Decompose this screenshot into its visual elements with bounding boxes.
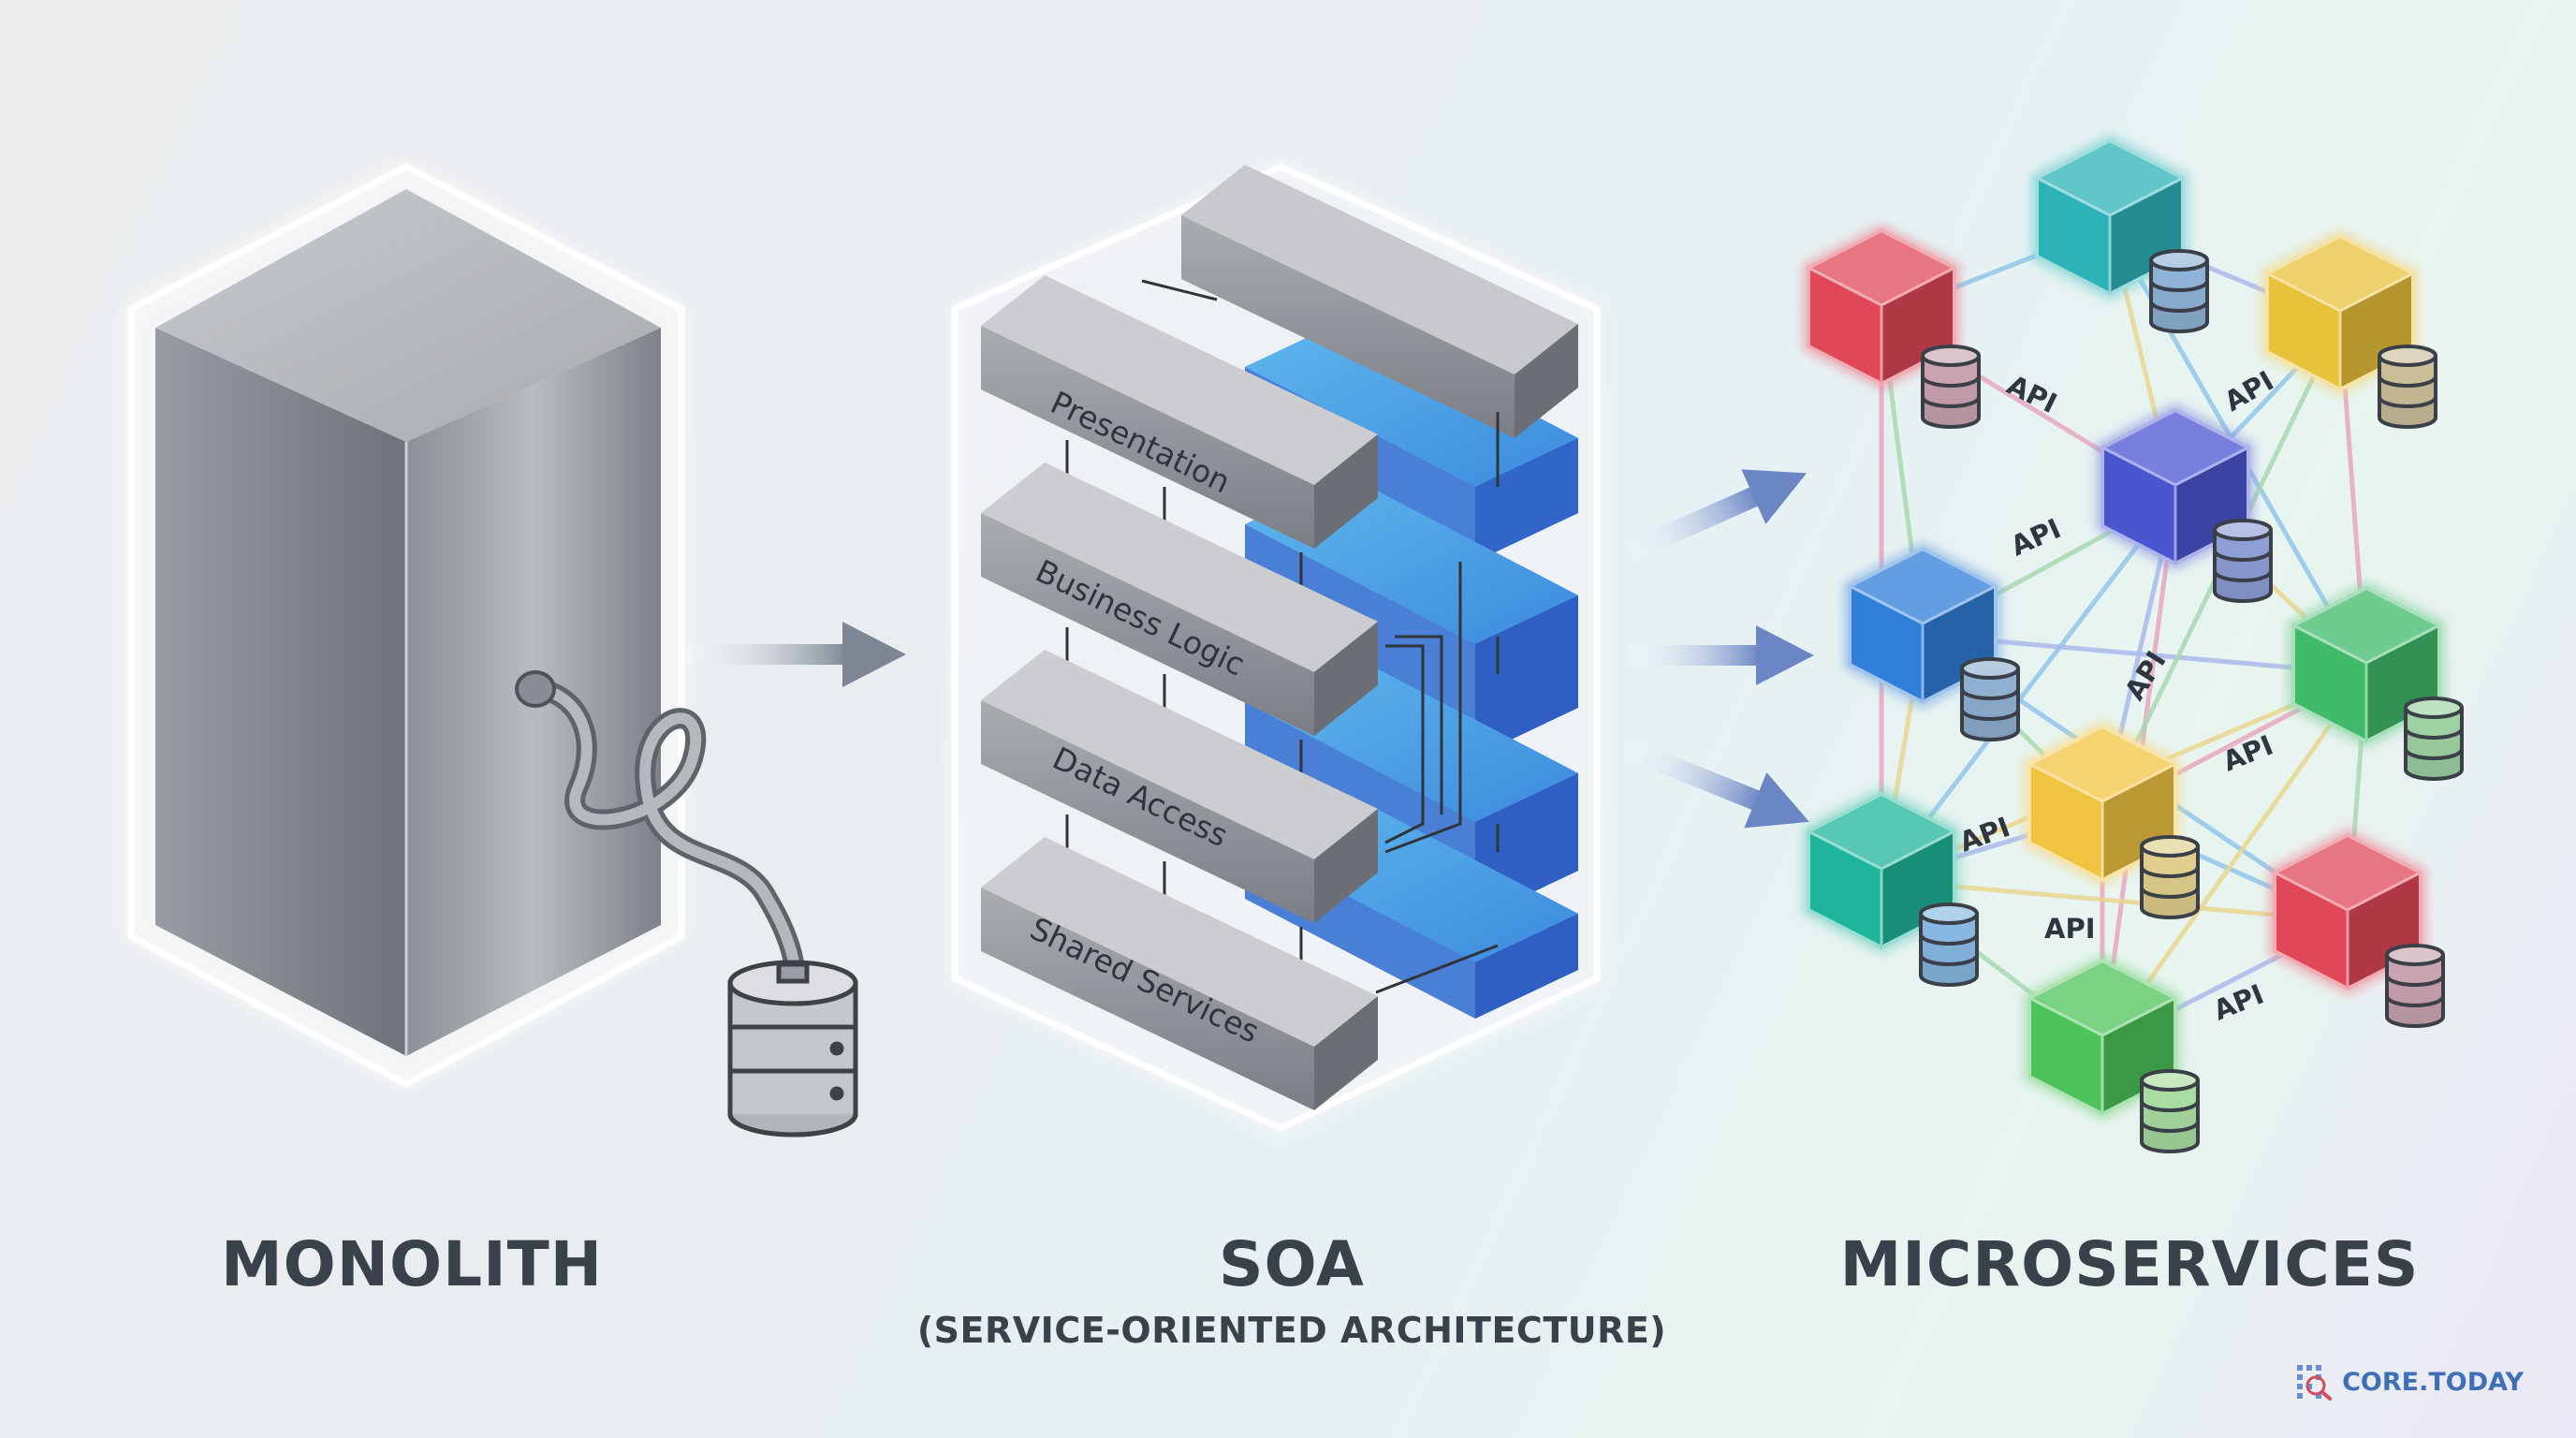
- service-nodes: [1802, 133, 2464, 1153]
- monolith-database-icon: [727, 960, 858, 1137]
- brand-logo: CORE.TODAY: [2295, 1363, 2524, 1401]
- brand-name: CORE.TODAY: [2342, 1367, 2524, 1397]
- api-label: API: [2044, 913, 2096, 945]
- service-node: [2030, 133, 2209, 333]
- soa-layer-data-access: [981, 650, 1378, 923]
- soa-layer-business-logic: [981, 462, 1378, 736]
- soa-layer-presentation: [981, 275, 1378, 549]
- database-icon: [1960, 657, 2020, 741]
- database-icon: [2404, 697, 2464, 781]
- monolith-caption: MONOLITH: [178, 1228, 646, 1300]
- api-label: API: [2219, 364, 2279, 418]
- soa-title: SOA: [1219, 1228, 1365, 1300]
- database-icon: [1919, 902, 1979, 987]
- microservices-caption: MICROSERVICES: [1825, 1228, 2434, 1300]
- monolith-block-top: [155, 189, 661, 442]
- service-node: [1843, 541, 2020, 741]
- monolith-stage: [127, 163, 858, 1137]
- soa-layer-shared-services: [981, 837, 1378, 1110]
- service-node: [2023, 719, 2200, 919]
- service-node: [2261, 228, 2437, 429]
- monolith-block-front: [155, 328, 406, 1056]
- api-label: API: [2006, 512, 2066, 562]
- arrows-soa-to-microservices: [1624, 469, 1814, 829]
- service-node: [2096, 403, 2273, 603]
- soa-top-beam: [1181, 165, 1578, 438]
- database-icon: [2385, 944, 2445, 1028]
- api-label: API: [2218, 729, 2277, 778]
- service-node: [2023, 953, 2200, 1153]
- service-node: [1802, 786, 1979, 987]
- database-icon: [1921, 345, 1981, 429]
- api-label: API: [2002, 369, 2062, 419]
- service-node: [2287, 580, 2464, 781]
- database-icon: [2140, 1069, 2200, 1153]
- database-icon: [2140, 835, 2200, 919]
- api-label: API: [1955, 811, 2014, 858]
- microservices-title: MICROSERVICES: [1839, 1228, 2420, 1300]
- soa-layer-beams: [981, 275, 1378, 1110]
- service-node: [1802, 223, 1981, 429]
- arrow-monolith-to-soa: [688, 622, 906, 687]
- database-icon: [2213, 519, 2273, 603]
- soa-subtitle: (SERVICE-ORIENTED ARCHITECTURE): [916, 1310, 1667, 1351]
- soa-stage: Presentation Business Logic Data Access …: [951, 163, 1601, 1132]
- service-node: [2268, 828, 2445, 1028]
- microservices-stage: API API API API API API API API: [1802, 133, 2464, 1153]
- database-icon: [2149, 249, 2209, 333]
- monolith-cable-icon: [515, 670, 806, 993]
- database-icon: [2378, 345, 2437, 429]
- soa-caption: SOA (SERVICE-ORIENTED ARCHITECTURE): [899, 1228, 1685, 1351]
- grid-logo-icon: [2297, 1365, 2333, 1401]
- monolith-title: MONOLITH: [221, 1228, 603, 1300]
